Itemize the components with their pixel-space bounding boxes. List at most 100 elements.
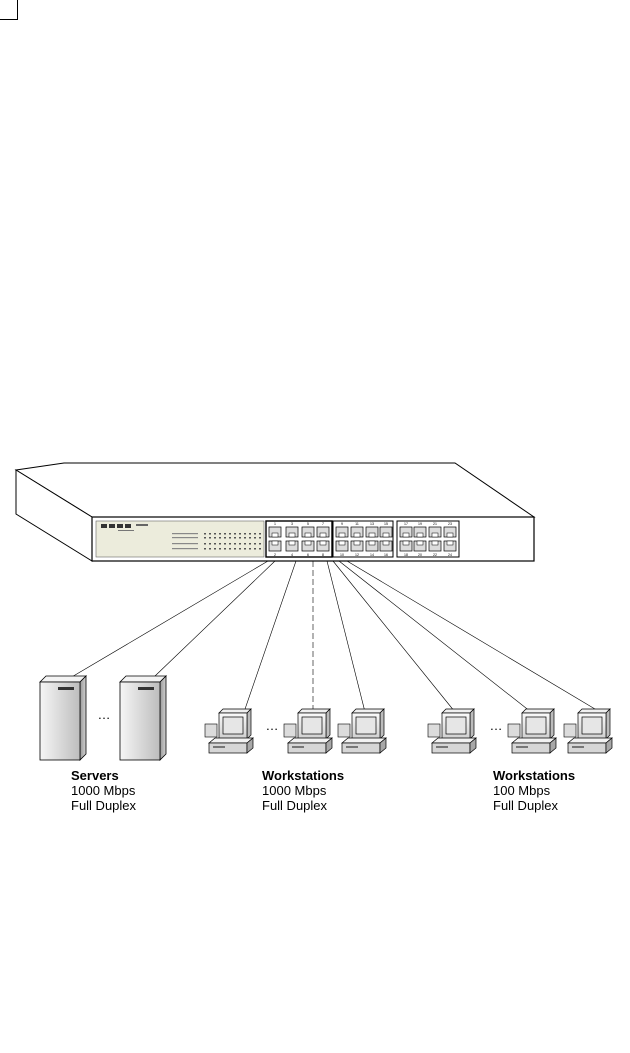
workstation-pc <box>507 708 557 754</box>
port-number-label: 10 <box>340 553 344 557</box>
led-indicator <box>249 548 251 550</box>
port-number-label: 18 <box>404 553 408 557</box>
led-indicator <box>259 537 261 539</box>
led-indicator <box>244 537 246 539</box>
port-number-label: 6 <box>307 553 309 557</box>
led-indicator <box>204 543 206 545</box>
port-number-label: 24 <box>448 553 452 557</box>
port-group-1 <box>265 520 333 558</box>
led-row-label <box>172 548 198 550</box>
ethernet-port <box>316 540 330 552</box>
led-indicator <box>224 537 226 539</box>
switch-led-indicators <box>172 533 261 550</box>
led-indicator <box>234 548 236 550</box>
fast-workstations-title: Workstations <box>493 768 576 783</box>
ethernet-port <box>413 526 427 538</box>
led-indicator <box>249 543 251 545</box>
led-indicator <box>244 533 246 535</box>
ethernet-port <box>399 526 413 538</box>
led-indicator <box>229 533 231 535</box>
cables <box>69 560 601 713</box>
led-indicator <box>229 548 231 550</box>
cable-line <box>243 560 297 713</box>
led-indicator <box>254 548 256 550</box>
port-number-label: 19 <box>418 522 422 526</box>
led-indicator <box>244 543 246 545</box>
port-group-2 <box>332 520 394 558</box>
ethernet-port <box>335 540 349 552</box>
led-indicator <box>239 537 241 539</box>
switch-ports <box>268 526 457 552</box>
port-number-label: 1 <box>274 522 276 526</box>
fast-workstations-ellipsis: … <box>490 718 503 733</box>
led-row-label <box>172 543 198 545</box>
workstation-pc <box>563 708 613 754</box>
led-indicator <box>204 548 206 550</box>
port-number-label: 21 <box>433 522 437 526</box>
led-indicator <box>214 533 216 535</box>
led-indicator <box>209 533 211 535</box>
switch-top <box>14 462 536 518</box>
led-indicator <box>239 533 241 535</box>
ethernet-port <box>379 526 393 538</box>
servers-ellipsis: … <box>98 707 111 722</box>
port-group-3 <box>396 520 460 558</box>
led-indicator <box>239 548 241 550</box>
cable-line <box>346 560 601 713</box>
ethernet-port <box>443 540 457 552</box>
server-tower <box>119 675 167 761</box>
fast-workstations-speed: 100 Mbps <box>493 783 551 798</box>
ethernet-port <box>285 540 299 552</box>
led-indicator <box>214 543 216 545</box>
led-indicator <box>214 548 216 550</box>
led-indicator <box>234 533 236 535</box>
port-number-label: 15 <box>384 522 388 526</box>
led-indicator <box>224 543 226 545</box>
server-tower <box>39 675 87 761</box>
led-indicator <box>219 543 221 545</box>
cable-line <box>338 560 532 713</box>
port-number-label: 11 <box>355 522 359 526</box>
servers-title: Servers <box>71 768 119 783</box>
switch-logo <box>101 524 148 531</box>
port-number-label: 20 <box>418 553 422 557</box>
gigabit-workstations-label: Workstations 1000 Mbps Full Duplex <box>262 768 344 813</box>
led-indicator <box>259 543 261 545</box>
switch-led-panel <box>95 520 265 558</box>
workstation-pc <box>427 708 477 754</box>
ethernet-port <box>350 526 364 538</box>
led-indicator <box>219 548 221 550</box>
workstation-pc <box>337 708 387 754</box>
cable-line <box>332 560 456 713</box>
port-number-label: 7 <box>322 522 324 526</box>
led-indicator <box>224 548 226 550</box>
led-indicator <box>214 537 216 539</box>
led-indicator <box>254 543 256 545</box>
port-number-label: 5 <box>307 522 309 526</box>
workstation-pc <box>204 708 254 754</box>
led-indicator <box>219 533 221 535</box>
led-indicator <box>254 533 256 535</box>
led-indicator <box>239 543 241 545</box>
ethernet-port <box>413 540 427 552</box>
servers-label: Servers 1000 Mbps Full Duplex <box>71 768 136 813</box>
led-indicator <box>219 537 221 539</box>
ethernet-port <box>301 526 315 538</box>
ethernet-port <box>428 540 442 552</box>
led-indicator <box>204 533 206 535</box>
page-corner-mark <box>0 0 18 20</box>
ethernet-port <box>399 540 413 552</box>
led-indicator <box>244 548 246 550</box>
port-number-label: 3 <box>291 522 293 526</box>
servers-duplex: Full Duplex <box>71 798 137 813</box>
fast-workstations-duplex: Full Duplex <box>493 798 559 813</box>
led-indicator <box>229 543 231 545</box>
port-number-label: 23 <box>448 522 452 526</box>
led-indicator <box>224 533 226 535</box>
led-indicator <box>249 533 251 535</box>
port-number-label: 2 <box>274 553 276 557</box>
led-indicator <box>249 537 251 539</box>
port-number-label: 14 <box>370 553 374 557</box>
port-number-label: 16 <box>384 553 388 557</box>
